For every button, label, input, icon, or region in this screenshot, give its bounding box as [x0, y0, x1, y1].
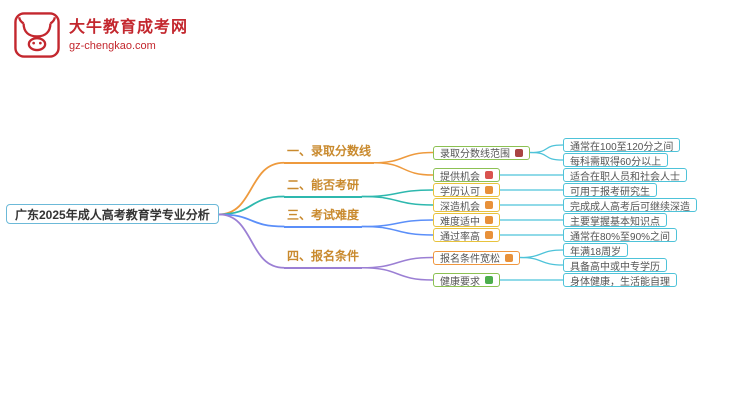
- topic-marker-icon: [485, 201, 493, 209]
- topic-node-label: 报名条件宽松: [440, 254, 500, 265]
- branch-node-label: 二、能否考研: [287, 177, 360, 192]
- detail-node: 年满18周岁: [563, 243, 629, 258]
- topic-node: 通过率高: [433, 228, 500, 243]
- topic-marker-icon: [485, 216, 493, 224]
- detail-node-label: 适合在职人员和社会人士: [570, 171, 680, 183]
- topic-node-label: 录取分数线范围: [440, 149, 510, 160]
- topic-node-label: 通过率高: [440, 231, 480, 243]
- detail-node: 主要掌握基本知识点: [563, 213, 667, 228]
- branch-node: 二、能否考研: [284, 176, 363, 198]
- detail-node: 完成成人高考后可继续深造: [563, 198, 697, 213]
- branch-node: 一、录取分数线: [284, 142, 375, 164]
- detail-node-label: 通常在100至120分之间: [570, 141, 674, 153]
- topic-node-label: 难度适中: [440, 216, 480, 228]
- detail-node-label: 具备高中或中专学历: [570, 261, 660, 273]
- topic-node-label: 学历认可: [440, 186, 480, 198]
- topic-marker-icon: [515, 148, 523, 157]
- topic-marker-icon: [505, 253, 513, 262]
- topic-node: 提供机会: [433, 168, 500, 183]
- root-node: 广东2025年成人高考教育学专业分析: [6, 204, 219, 225]
- branch-node-label: 三、考试难度: [287, 207, 360, 222]
- topic-node: 报名条件宽松: [433, 250, 520, 265]
- topic-node-label: 深造机会: [440, 201, 480, 213]
- topic-node: 学历认可: [433, 183, 500, 198]
- topic-node: 健康要求: [433, 273, 500, 288]
- logo-text: 大牛教育成考网 gz-chengkao.com: [69, 18, 188, 51]
- topic-marker-icon: [485, 186, 493, 194]
- detail-node: 适合在职人员和社会人士: [563, 168, 687, 183]
- logo-title: 大牛教育成考网: [69, 19, 189, 37]
- topic-marker-icon: [485, 171, 493, 179]
- root-node-label: 广东2025年成人高考教育学专业分析: [15, 207, 210, 222]
- detail-node: 通常在80%至90%之间: [563, 228, 678, 243]
- detail-node: 身体健康，生活能自理: [563, 273, 677, 288]
- detail-node-label: 身体健康，生活能自理: [570, 276, 670, 288]
- branch-node-label: 四、报名条件: [287, 248, 360, 263]
- topic-node: 录取分数线范围: [433, 145, 530, 160]
- detail-node-label: 年满18周岁: [570, 246, 622, 258]
- logo-url: gz-chengkao.com: [69, 39, 156, 52]
- topic-marker-icon: [485, 276, 493, 284]
- topic-node-label: 健康要求: [440, 276, 480, 288]
- topic-marker-icon: [485, 231, 493, 239]
- branch-node-label: 一、录取分数线: [287, 143, 372, 158]
- branch-node: 三、考试难度: [284, 206, 363, 228]
- site-logo: 大牛教育成考网 gz-chengkao.com: [14, 12, 188, 58]
- topic-node: 深造机会: [433, 198, 500, 213]
- detail-node-label: 主要掌握基本知识点: [570, 216, 660, 228]
- detail-node: 可用于报考研究生: [563, 183, 657, 198]
- detail-node: 具备高中或中专学历: [563, 258, 667, 273]
- detail-node-label: 通常在80%至90%之间: [570, 231, 671, 243]
- detail-node: 通常在100至120分之间: [563, 138, 681, 153]
- logo-bull-icon: [14, 12, 60, 58]
- branch-node: 四、报名条件: [284, 247, 363, 269]
- topic-node-label: 提供机会: [440, 171, 480, 183]
- detail-node-label: 可用于报考研究生: [570, 186, 650, 198]
- detail-node: 每科需取得60分以上: [563, 153, 669, 168]
- detail-node-label: 每科需取得60分以上: [570, 156, 662, 168]
- topic-node: 难度适中: [433, 213, 500, 228]
- detail-node-label: 完成成人高考后可继续深造: [570, 201, 690, 213]
